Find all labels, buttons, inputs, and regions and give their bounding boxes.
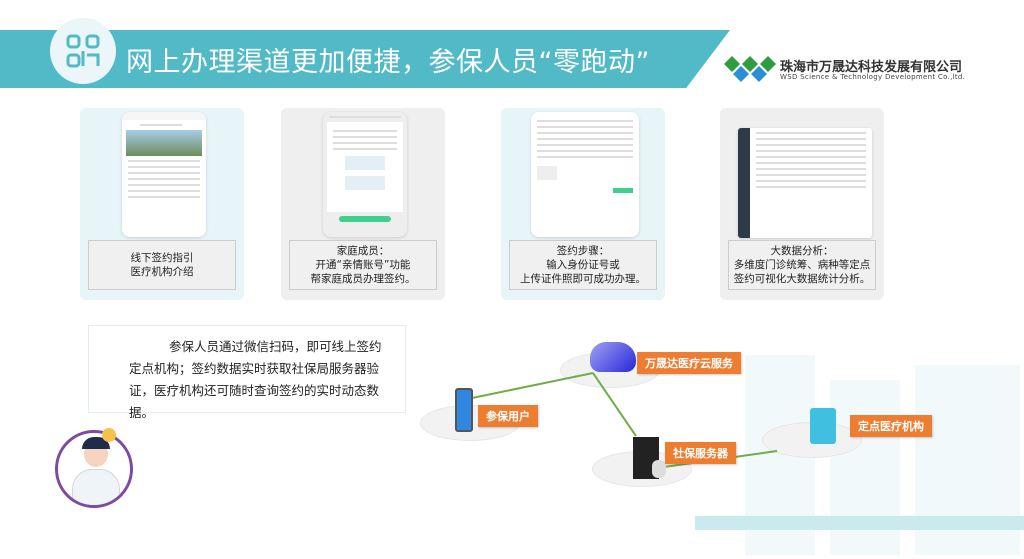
card-caption: 线下签约指引医疗机构介绍: [88, 240, 236, 290]
database-icon: [652, 460, 666, 478]
user-label: 参保用户: [478, 405, 538, 427]
cloud-service-label: 万晟达医疗云服务: [637, 352, 741, 374]
card-caption: 签约步骤：输入身份证号或上传证件照即可成功办理。: [509, 240, 657, 290]
feature-card-steps: 签约步骤：输入身份证号或上传证件照即可成功办理。: [501, 108, 665, 300]
hospital-label: 定点医疗机构: [850, 415, 932, 437]
title-banner: [0, 30, 730, 88]
qr-code-icon: [50, 18, 116, 84]
card-caption: 大数据分析：多维度门诊统筹、病种等定点签约可视化大数据统计分析。: [728, 240, 876, 290]
dashboard-screenshot: [738, 128, 872, 238]
company-name-en: WSD Science & Technology Development Co.…: [780, 73, 966, 81]
feature-card-guide: 线下签约指引医疗机构介绍: [80, 108, 244, 300]
page-title: 网上办理渠道更加便捷，参保人员“零跑动”: [126, 47, 650, 78]
description-text: 参保人员通过微信扫码，即可线上签约定点机构；签约数据实时获取社保局服务器验证，医…: [88, 325, 406, 420]
feature-card-family: 家庭成员：开通“亲情账号”功能帮家庭成员办理签约。: [281, 108, 445, 300]
feature-card-analytics: 大数据分析：多维度门诊统筹、病种等定点签约可视化大数据统计分析。: [720, 108, 884, 300]
card-caption: 家庭成员：开通“亲情账号”功能帮家庭成员办理签约。: [289, 240, 437, 290]
cloud-icon: [590, 342, 636, 372]
company-name: 珠海市万晟达科技发展有限公司: [780, 60, 963, 75]
mobile-phone-icon: [455, 388, 473, 432]
bg-bar: [695, 516, 1024, 530]
hospital-icon: [810, 408, 836, 444]
server-label: 社保服务器: [665, 442, 736, 464]
company-logo-icon: [724, 56, 776, 86]
phone-screenshot: [122, 112, 206, 237]
form-screenshot: [531, 112, 639, 237]
doctor-avatar: [55, 430, 133, 508]
emoji-bubble-icon: [102, 428, 116, 442]
phone-screenshot: [323, 112, 407, 237]
